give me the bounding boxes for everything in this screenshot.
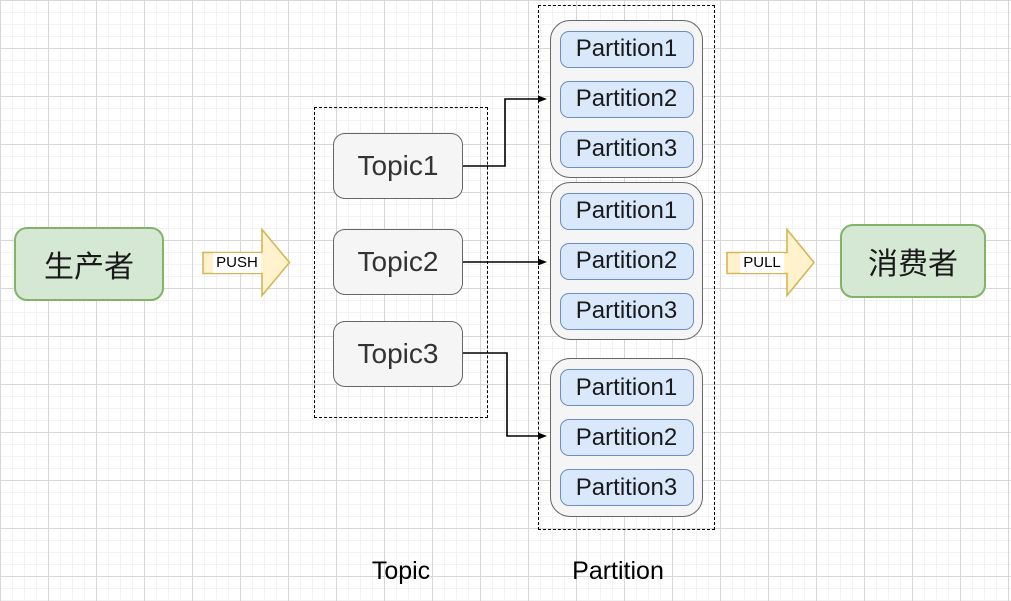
topic-caption: Topic <box>371 557 431 585</box>
partition-label: Partition2 <box>575 85 678 112</box>
connector-topic1-to-group1 <box>462 95 547 167</box>
consumer-node: 消费者 <box>840 224 986 298</box>
partition-label: Partition3 <box>575 135 678 162</box>
partition-container <box>538 5 715 530</box>
consumer-label: 消费者 <box>868 248 958 281</box>
producer-label: 生产者 <box>44 251 134 284</box>
partition-node: Partition2 <box>559 242 694 280</box>
partition-group-3: Partition1 Partition2 Partition3 <box>550 358 703 517</box>
topic-label: Topic2 <box>357 246 439 277</box>
partition-group-2: Partition1 Partition2 Partition3 <box>550 182 703 340</box>
topic-node-2: Topic2 <box>333 229 463 295</box>
partition-node: Partition1 <box>559 30 694 68</box>
topic-label: Topic3 <box>357 338 439 369</box>
partition-node: Partition1 <box>559 369 694 406</box>
partition-node: Partition1 <box>559 192 694 230</box>
partition-node: Partition3 <box>559 130 694 168</box>
partition-node: Partition2 <box>559 80 694 118</box>
partition-node: Partition3 <box>559 292 694 330</box>
topic-node-3: Topic3 <box>333 321 463 387</box>
partition-node: Partition2 <box>559 419 694 456</box>
connector-topic3-to-group3 <box>462 352 547 440</box>
partition-group-1: Partition1 Partition2 Partition3 <box>550 20 703 178</box>
partition-node: Partition3 <box>559 469 694 506</box>
push-arrow-label: PUSH <box>213 253 261 273</box>
partition-label: Partition2 <box>575 247 678 274</box>
partition-label: Partition3 <box>575 297 678 324</box>
topic-label: Topic1 <box>357 150 439 181</box>
topic-container <box>314 107 488 418</box>
pull-arrow-label: PULL <box>740 253 784 273</box>
partition-label: Partition3 <box>575 473 678 501</box>
partition-label: Partition1 <box>575 35 678 62</box>
partition-label: Partition1 <box>575 373 678 401</box>
topic-node-1: Topic1 <box>333 133 463 199</box>
producer-node: 生产者 <box>14 227 164 301</box>
partition-label: Partition1 <box>575 197 678 224</box>
partition-caption: Partition <box>572 557 664 585</box>
partition-label: Partition2 <box>575 423 678 451</box>
